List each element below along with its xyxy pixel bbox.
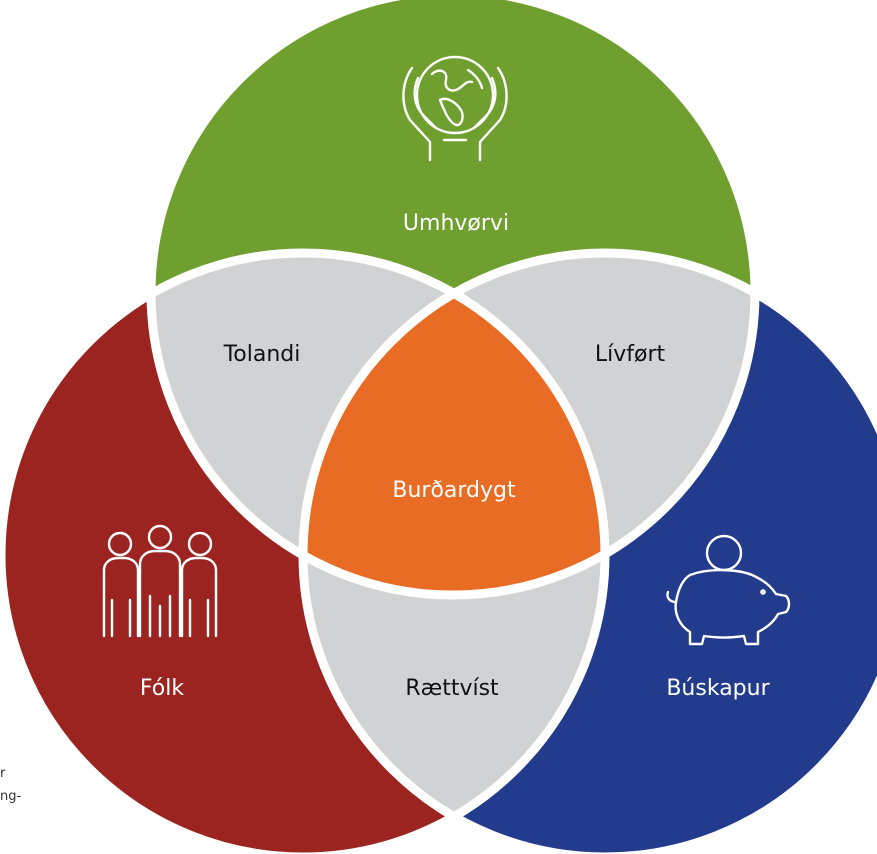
label-buskapur: Búskapur [666,676,770,701]
label-livfort: Lívført [595,342,666,367]
edge-text-line-2: ng- [0,789,21,804]
edge-text-line-1: r [0,766,6,781]
label-burdardygt: Burðardygt [392,478,516,503]
center-region [303,253,605,595]
label-raettvist: Rættvíst [405,676,499,701]
piggy-bank-icon [666,534,791,646]
label-folk: Fólk [140,676,184,701]
label-tolandi: Tolandi [223,342,301,367]
globe-in-hands-icon [402,55,508,162]
group-of-people-icon [102,524,218,638]
label-umhvorvi: Umhvørvi [403,211,509,236]
